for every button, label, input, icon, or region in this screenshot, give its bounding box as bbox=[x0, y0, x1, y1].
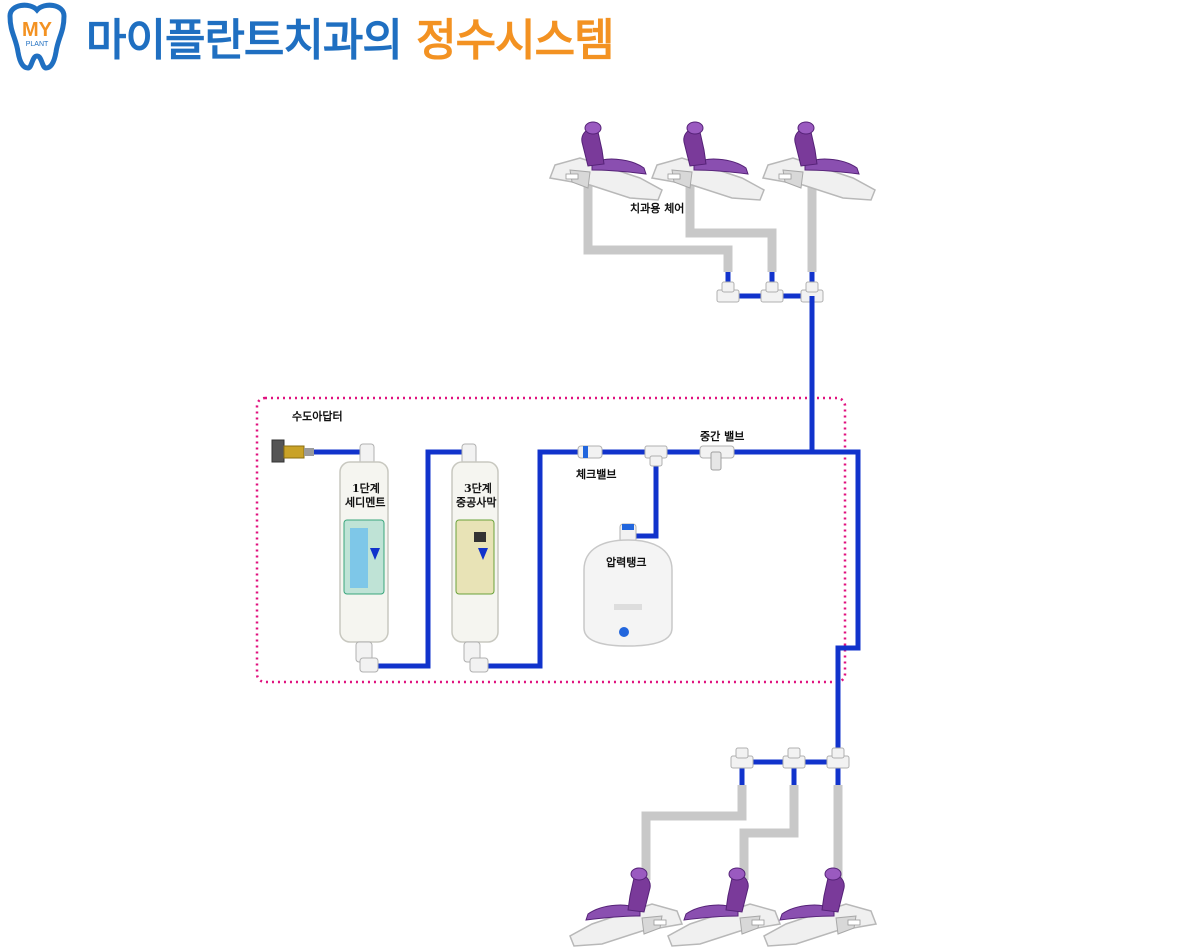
tap-adapter-icon bbox=[271, 439, 314, 463]
middle-valve-icon bbox=[699, 445, 735, 471]
stage1-filter-icon bbox=[339, 443, 389, 673]
check-valve-label: 체크밸브 bbox=[576, 467, 616, 481]
check-valve-icon bbox=[577, 445, 603, 459]
upper-chair-3 bbox=[762, 121, 876, 201]
lower-chair-3 bbox=[763, 867, 877, 947]
title-main: 마이플란트치과의 bbox=[86, 15, 403, 66]
upper-chair-1 bbox=[549, 121, 663, 201]
stage3-filter-icon bbox=[451, 443, 499, 673]
stage3-name-label: 중공사막 bbox=[456, 495, 496, 509]
title-accent: 정수시스템 bbox=[416, 15, 614, 66]
middle-valve-label: 중간 밸브 bbox=[700, 429, 744, 443]
stage3-label: 3단계 bbox=[464, 481, 492, 495]
tank-tee-fitting bbox=[644, 445, 668, 467]
stage1-name-label: 세디멘트 bbox=[345, 495, 385, 509]
page-title: 마이플란트치과의 정수시스템 bbox=[86, 4, 615, 68]
logo-text: MY bbox=[22, 19, 53, 41]
tooth-icon: MY PLANT bbox=[7, 2, 67, 71]
lower-chair-1 bbox=[569, 867, 683, 947]
main-pipeline bbox=[312, 296, 861, 785]
pressure-tank-icon bbox=[583, 523, 673, 647]
dental-chair-label: 치과용 체어 bbox=[630, 201, 684, 215]
logo-subtext: PLANT bbox=[26, 41, 49, 48]
lower-chair-2 bbox=[667, 867, 781, 947]
lower-manifold bbox=[730, 747, 850, 769]
upper-chair-2 bbox=[651, 121, 765, 201]
stage1-label: 1단계 bbox=[352, 481, 380, 495]
pressure-tank-label: 압력탱크 bbox=[606, 555, 646, 569]
tap-adapter-label: 수도아답터 bbox=[292, 409, 343, 423]
header: MY PLANT 마이플란트치과의 정수시스템 bbox=[0, 0, 760, 75]
upper-manifold bbox=[716, 272, 824, 303]
lower-chair-pipes bbox=[641, 785, 843, 880]
